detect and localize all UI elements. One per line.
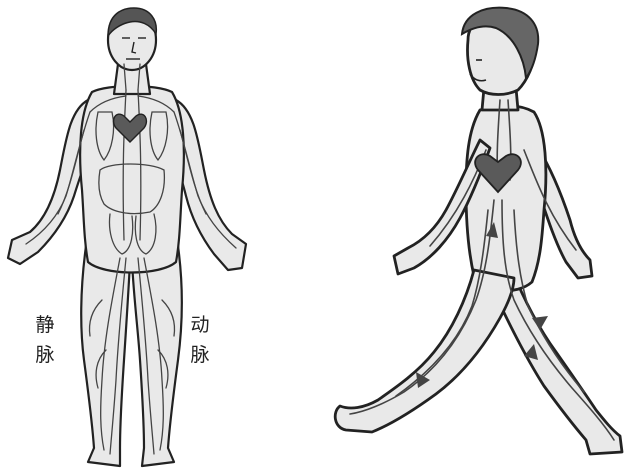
walking-back-leg bbox=[496, 270, 622, 454]
vein-label: 静脉 bbox=[33, 310, 57, 370]
anatomical-torso bbox=[80, 86, 184, 273]
anatomical-left-leg bbox=[81, 246, 130, 466]
walking-figure bbox=[335, 12, 622, 454]
walking-front-leg bbox=[335, 270, 514, 432]
anatomical-figure bbox=[8, 10, 246, 466]
artery-label: 动脉 bbox=[188, 310, 212, 370]
